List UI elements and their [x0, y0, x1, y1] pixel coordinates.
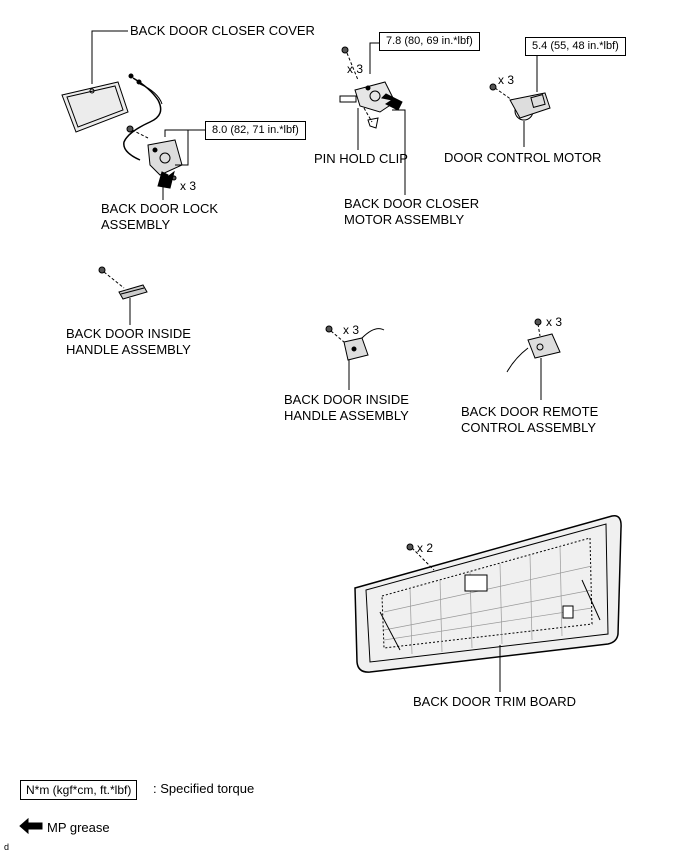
lock-bolt	[126, 125, 134, 133]
corner-code: d	[4, 842, 10, 852]
torque-box-closer-motor: 7.8 (80, 69 in.*lbf)	[379, 32, 480, 51]
label-pin-hold-clip: PIN HOLD CLIP	[314, 151, 408, 166]
door-control-motor-part	[509, 92, 551, 121]
trim-board-clip	[406, 543, 414, 551]
inside-handle-a-bolt	[98, 266, 106, 274]
qty-inside-handle-b: x 3	[343, 323, 360, 337]
lock-grease-arrow	[157, 170, 175, 189]
qty-lock: x 3	[180, 179, 197, 193]
label-remote-control-line1: BACK DOOR REMOTE	[461, 404, 599, 419]
leader-closer-cover	[91, 30, 128, 84]
qty-closer-motor: x 3	[347, 62, 364, 76]
leader-lock-bolts	[175, 130, 189, 166]
inside-handle-b-bolt	[325, 325, 333, 333]
label-inside-handle-b-line2: HANDLE ASSEMBLY	[284, 408, 409, 423]
label-closer-motor-line2: MOTOR ASSEMBLY	[344, 212, 465, 227]
inside-handle-b-part	[343, 328, 385, 361]
qty-trim-board: x 2	[417, 541, 434, 555]
remote-control-part	[506, 333, 561, 373]
closer-motor-bolt	[341, 46, 349, 54]
qty-remote-control: x 3	[546, 315, 563, 329]
leader-closer-motor	[392, 109, 406, 195]
closer-grease-arrow	[380, 93, 403, 111]
closer-cover-part	[61, 81, 129, 133]
leader-lock-torque	[164, 129, 205, 137]
label-inside-handle-a-line1: BACK DOOR INSIDE	[66, 326, 191, 341]
inside-handle-a-part	[118, 284, 148, 300]
lock-assembly-part	[147, 139, 183, 176]
control-motor-bolt	[489, 83, 497, 91]
label-inside-handle-a-line2: HANDLE ASSEMBLY	[66, 342, 191, 357]
lock-bolt-dash	[131, 129, 149, 139]
label-trim-board: BACK DOOR TRIM BOARD	[413, 694, 577, 709]
label-remote-control-line2: CONTROL ASSEMBLY	[461, 420, 597, 435]
legend-torque-unit: N*m (kgf*cm, ft.*lbf)	[20, 780, 138, 800]
label-lock-assembly-line1: BACK DOOR LOCK	[101, 201, 219, 216]
torque-box-control-motor: 5.4 (55, 48 in.*lbf)	[525, 37, 626, 56]
label-closer-motor-line1: BACK DOOR CLOSER	[344, 196, 480, 211]
torque-box-lock: 8.0 (82, 71 in.*lbf)	[205, 121, 306, 140]
remote-control-bolt	[534, 318, 542, 326]
qty-control-motor: x 3	[498, 73, 515, 87]
legend-grease-arrow-shape	[19, 817, 43, 835]
trim-board-part	[354, 515, 622, 673]
closer-motor-part	[339, 81, 396, 113]
label-inside-handle-b-line1: BACK DOOR INSIDE	[284, 392, 409, 407]
label-door-control-motor: DOOR CONTROL MOTOR	[444, 150, 602, 165]
legend-torque-desc: : Specified torque	[153, 781, 255, 796]
label-closer-cover: BACK DOOR CLOSER COVER	[130, 23, 315, 38]
legend-grease-desc: MP grease	[47, 820, 110, 835]
leader-closer-torque	[369, 42, 379, 74]
label-lock-assembly-line2: ASSEMBLY	[101, 217, 171, 232]
